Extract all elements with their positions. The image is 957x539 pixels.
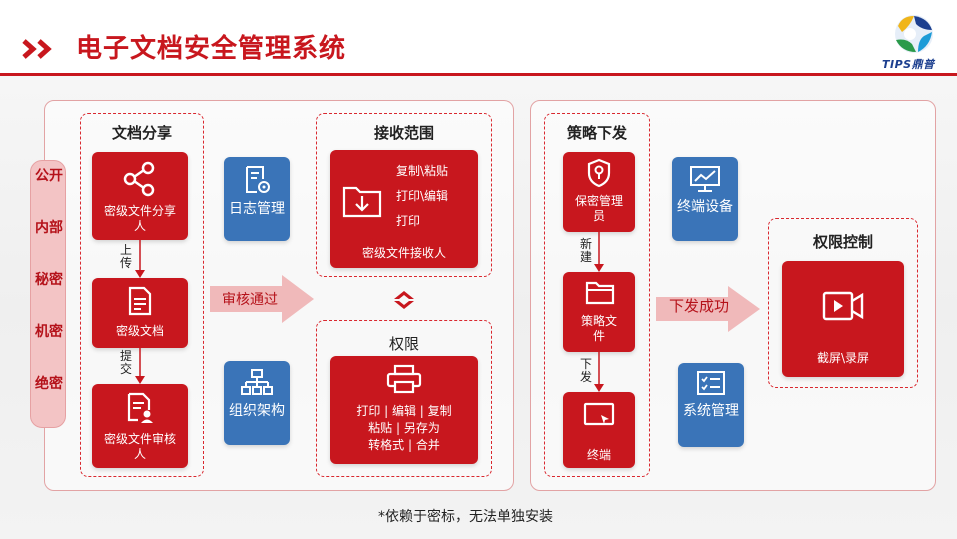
action-copy-paste: 复制\粘贴 (396, 164, 449, 178)
tile-log-management-label: 日志管理 (229, 201, 285, 217)
receive-group (316, 113, 492, 277)
level-top-secret: 绝密 (35, 376, 63, 392)
level-internal: 内部 (35, 220, 63, 236)
action-print-edit: 打印\编辑 (396, 189, 449, 203)
share-group (80, 113, 204, 477)
tile-sharer-label: 密级文件分享人 (103, 204, 176, 233)
approve-arrow-label: 审核通过 (222, 292, 278, 308)
arrow-down (135, 348, 145, 384)
folder-download-icon (342, 186, 382, 218)
arrow-down (135, 240, 145, 278)
video-camera-icon (822, 291, 864, 321)
tile-terminal[interactable]: 终端 (563, 392, 635, 468)
policy-group (544, 113, 650, 477)
page-title: 电子文档安全管理系统 (76, 34, 347, 64)
permission-line-1: 打印 | 编辑 | 复制 (356, 404, 452, 418)
tile-reviewer[interactable]: 密级文件审核人 (92, 384, 188, 468)
tile-recipient[interactable]: 复制\粘贴 打印\编辑 打印 密级文件接收人 (330, 150, 478, 268)
tile-system-management[interactable]: 系统管理 (678, 363, 744, 447)
step-create-label: 新建 (579, 237, 592, 264)
log-gear-icon (246, 166, 270, 193)
tile-org-structure[interactable]: 组织架构 (224, 361, 290, 445)
policy-group-title: 策略下发 (566, 124, 627, 142)
tile-classified-doc[interactable]: 密级文档 (92, 278, 188, 348)
action-print: 打印 (396, 214, 421, 228)
step-deliver-label: 下发 (579, 357, 592, 384)
tile-permissions[interactable]: 打印 | 编辑 | 复制 粘贴 | 另存为 转格式 | 合并 (330, 356, 478, 464)
tile-screen-capture[interactable]: 截屏\录屏 (782, 261, 904, 377)
terminal-screen-icon (583, 402, 615, 426)
tile-policy-file-label: 策略文件 (581, 314, 618, 343)
document-icon (128, 286, 152, 316)
tile-log-management[interactable]: 日志管理 (224, 157, 290, 241)
arrow-down (594, 232, 604, 272)
reviewer-document-icon (127, 392, 153, 423)
permission-group (316, 320, 492, 477)
footnote: *依赖于密标，无法单独安装 (378, 509, 553, 525)
step-upload-label: 上传 (119, 243, 132, 270)
tile-terminal-device-label: 终端设备 (677, 199, 733, 215)
tile-screen-capture-label: 截屏\录屏 (816, 351, 870, 365)
classification-levels: 公开 内部 秘密 机密 绝密 (30, 160, 66, 428)
tile-classified-doc-label: 密级文档 (115, 324, 164, 338)
tile-sharer[interactable]: 密级文件分享人 (92, 152, 188, 240)
tile-org-structure-label: 组织架构 (229, 403, 285, 419)
step-submit-label: 提交 (119, 349, 132, 376)
approve-arrow (210, 275, 314, 323)
folder-icon (585, 281, 615, 305)
tile-system-management-label: 系统管理 (683, 403, 739, 419)
receive-group-title: 接收范围 (373, 124, 434, 142)
arrow-down (594, 352, 604, 392)
monitor-chart-icon (690, 166, 720, 192)
level-secret: 秘密 (35, 272, 63, 288)
title-divider (0, 73, 957, 76)
shield-key-icon (587, 158, 611, 188)
tile-terminal-device[interactable]: 终端设备 (672, 157, 738, 241)
tips-logo-icon (895, 15, 933, 53)
org-chart-icon (241, 369, 273, 395)
printer-icon (386, 364, 422, 394)
level-confidential: 机密 (35, 324, 63, 340)
deliver-arrow-label: 下发成功 (668, 297, 729, 315)
tile-reviewer-label: 密级文件审核人 (103, 432, 176, 461)
control-group-title: 权限控制 (812, 233, 873, 251)
expand-collapse-icon (394, 291, 414, 309)
control-group (768, 218, 918, 388)
tile-policy-file[interactable]: 策略文件 (563, 272, 635, 352)
checklist-icon (697, 371, 725, 395)
tile-terminal-label: 终端 (586, 448, 611, 462)
chevron-right-icon (22, 39, 52, 59)
tile-security-admin[interactable]: 保密管理员 (563, 152, 635, 232)
tile-recipient-label: 密级文件接收人 (361, 246, 446, 260)
permission-line-2: 粘贴 | 另存为 (368, 421, 440, 435)
tile-security-admin-label: 保密管理员 (574, 194, 623, 223)
deliver-arrow (656, 286, 760, 332)
logo-text: TIPS鼎普 (882, 58, 935, 71)
permission-group-title: 权限 (388, 335, 419, 353)
permission-line-3: 转格式 | 合并 (368, 438, 440, 452)
level-public: 公开 (35, 168, 63, 184)
share-icon (123, 161, 155, 197)
share-group-title: 文档分享 (111, 124, 172, 142)
